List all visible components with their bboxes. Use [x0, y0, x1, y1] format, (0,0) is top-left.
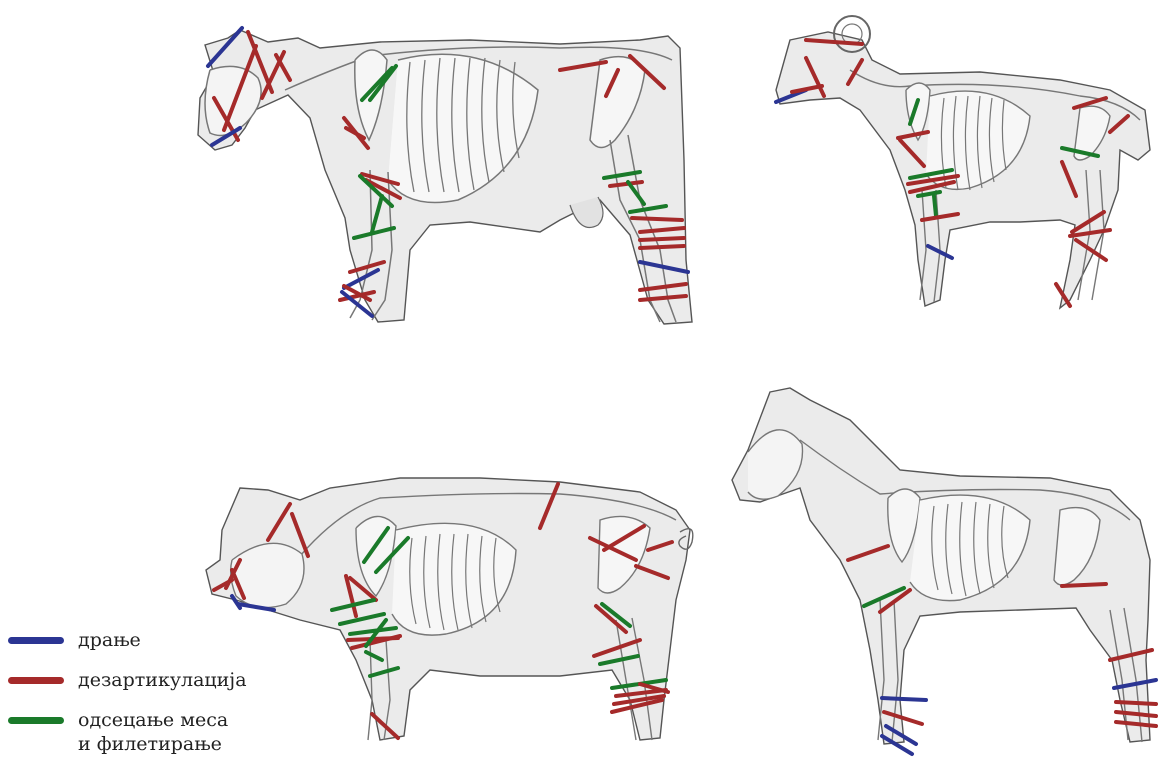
legend-item-skinning: драње — [8, 628, 268, 668]
legend-label-defleshing-line1: одсецање меса — [78, 708, 228, 732]
cow-diagram — [198, 28, 692, 324]
legend-item-defleshing: одсецање меса и филетирање — [8, 708, 268, 748]
legend: драње дезартикулација одсецање меса и фи… — [8, 628, 268, 748]
legend-label-defleshing: одсецање меса и филетирање — [78, 708, 228, 756]
sheep-diagram — [776, 16, 1150, 308]
legend-swatch-skinning — [8, 637, 64, 644]
horse-diagram — [732, 388, 1156, 754]
legend-label-disarticulation: дезартикулација — [78, 668, 247, 692]
legend-swatch-defleshing — [8, 717, 64, 724]
legend-label-skinning: драње — [78, 628, 141, 652]
legend-label-defleshing-line2: и филетирање — [78, 732, 228, 756]
legend-item-disarticulation: дезартикулација — [8, 668, 268, 708]
legend-swatch-disarticulation — [8, 677, 64, 684]
pig-diagram — [206, 478, 693, 740]
